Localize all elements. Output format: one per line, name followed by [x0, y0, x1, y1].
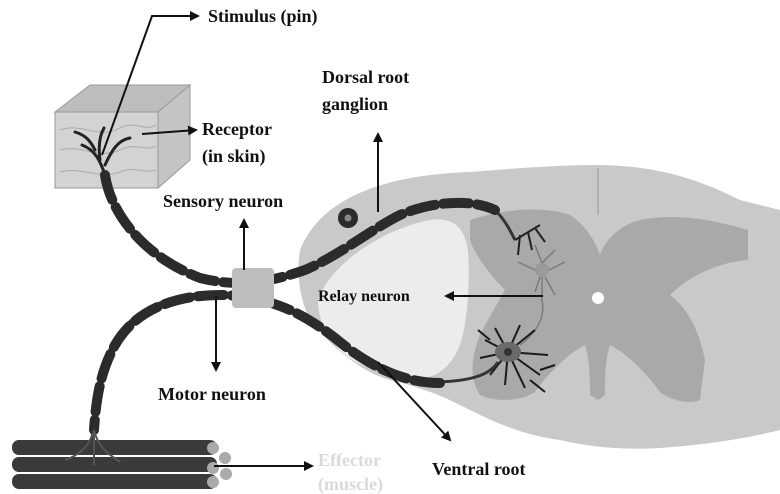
- motor-neuron-label: Motor neuron: [158, 383, 266, 405]
- relay-neuron-label: Relay neuron: [318, 286, 410, 308]
- central-canal: [592, 292, 604, 304]
- dorsal-root-label-line1: Dorsal root: [322, 66, 409, 88]
- effector-label-line2: (muscle): [318, 473, 383, 494]
- receptor-label-line1: Receptor: [202, 118, 272, 140]
- sensory-neuron-label: Sensory neuron: [163, 190, 283, 212]
- stimulus-label: Stimulus (pin): [208, 5, 318, 27]
- effector-muscle: [12, 430, 232, 489]
- receptor-label-line2: (in skin): [202, 145, 266, 167]
- dorsal-root-label-line2: ganglion: [322, 93, 388, 115]
- effector-label-line1: Effector: [318, 449, 381, 471]
- ventral-root-label: Ventral root: [432, 458, 526, 480]
- spinal-nerve: [232, 268, 274, 308]
